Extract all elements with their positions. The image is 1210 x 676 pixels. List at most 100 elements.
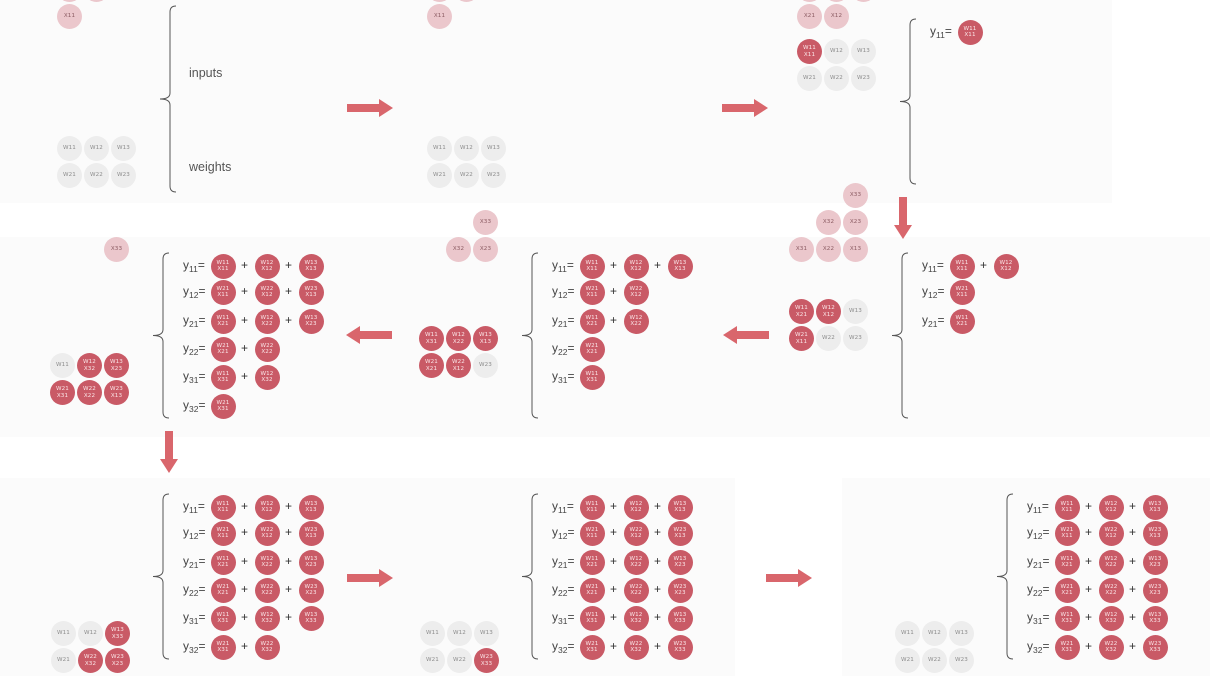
f9-y11-plus-1: +	[1085, 499, 1093, 513]
f6-y21-plus-1: +	[241, 313, 249, 327]
f7-y11-plus-1: +	[241, 499, 249, 513]
f8-weight-w12: W12	[447, 621, 472, 646]
f9-weight-w22: W22	[922, 648, 947, 673]
f9-y32-plus-2: +	[1129, 639, 1137, 653]
f3-weight-w12: W12	[824, 39, 849, 64]
f4-weight-w22: W22	[816, 326, 841, 351]
f3-input-x13: X13	[851, 0, 876, 2]
f7-y31-plus-1: +	[241, 610, 249, 624]
f2-weight-w12: W12	[454, 136, 479, 161]
f7-y22-label: y22=	[183, 582, 206, 598]
arrow-right-4	[766, 569, 812, 587]
f2-weight-w13: W13	[481, 136, 506, 161]
f9-y32-label: y32=	[1027, 639, 1050, 655]
f6-y31-label: y31=	[183, 369, 206, 385]
f9-y31-plus-2: +	[1129, 610, 1137, 624]
f1-weight-w11: W11	[57, 136, 82, 161]
f8-y21-plus-1: +	[610, 554, 618, 568]
f7-y32-plus-1: +	[241, 639, 249, 653]
f6-y21-label: y21=	[183, 313, 206, 329]
f2-weight-w21: W21	[427, 163, 452, 188]
f7-y21-plus-2: +	[285, 554, 293, 568]
arrow-down-2	[160, 431, 178, 473]
f7-weight-w11: W11	[51, 621, 76, 646]
f8-y11-plus-2: +	[654, 499, 662, 513]
f3-weight-w13: W13	[851, 39, 876, 64]
f8-y22-label: y22=	[552, 582, 575, 598]
f9-weight-w12: W12	[922, 621, 947, 646]
f5-weight-w23: W23	[473, 353, 498, 378]
f7-y21-plus-1: +	[241, 554, 249, 568]
f5-y22-label: y22=	[552, 341, 575, 357]
f2-weight-w22: W22	[454, 163, 479, 188]
f7-y12-plus-1: +	[241, 525, 249, 539]
f9-y21-plus-1: +	[1085, 554, 1093, 568]
f6-y12-plus-1: +	[241, 284, 249, 298]
f9-weight-w13: W13	[949, 621, 974, 646]
f8-y22-plus-1: +	[610, 582, 618, 596]
f7-y32-label: y32=	[183, 639, 206, 655]
f9-y31-label: y31=	[1027, 610, 1050, 626]
f2-weight-w23: W23	[481, 163, 506, 188]
f1-weight-w21: W21	[57, 163, 82, 188]
f9-y11-label: y11=	[1027, 499, 1049, 515]
f3-input-x12: X12	[824, 4, 849, 29]
f8-y11-label: y11=	[552, 499, 574, 515]
f8-weight-w13: W13	[474, 621, 499, 646]
f4-weight-w23: W23	[843, 326, 868, 351]
f6-y32-label: y32=	[183, 398, 206, 414]
f2-weight-w11: W11	[427, 136, 452, 161]
f6-y11-plus-1: +	[241, 258, 249, 272]
f5-y12-plus-1: +	[610, 284, 618, 298]
f8-y21-label: y21=	[552, 554, 575, 570]
f3-y11-label: y11=	[930, 24, 952, 40]
f1-weight-w12: W12	[84, 136, 109, 161]
f8-y32-plus-2: +	[654, 639, 662, 653]
f8-y31-plus-1: +	[610, 610, 618, 624]
f8-y31-label: y31=	[552, 610, 575, 626]
f5-y21-plus-1: +	[610, 313, 618, 327]
arrow-left-2	[346, 326, 392, 344]
f9-y11-plus-2: +	[1129, 499, 1137, 513]
f6-y22-label: y22=	[183, 341, 206, 357]
f3-weight-w22: W22	[824, 66, 849, 91]
f1-weight-w22: W22	[84, 163, 109, 188]
f1-input-x11: X11	[57, 4, 82, 29]
f3-input-x31: X31	[797, 0, 822, 2]
f5-y21-label: y21=	[552, 313, 575, 329]
